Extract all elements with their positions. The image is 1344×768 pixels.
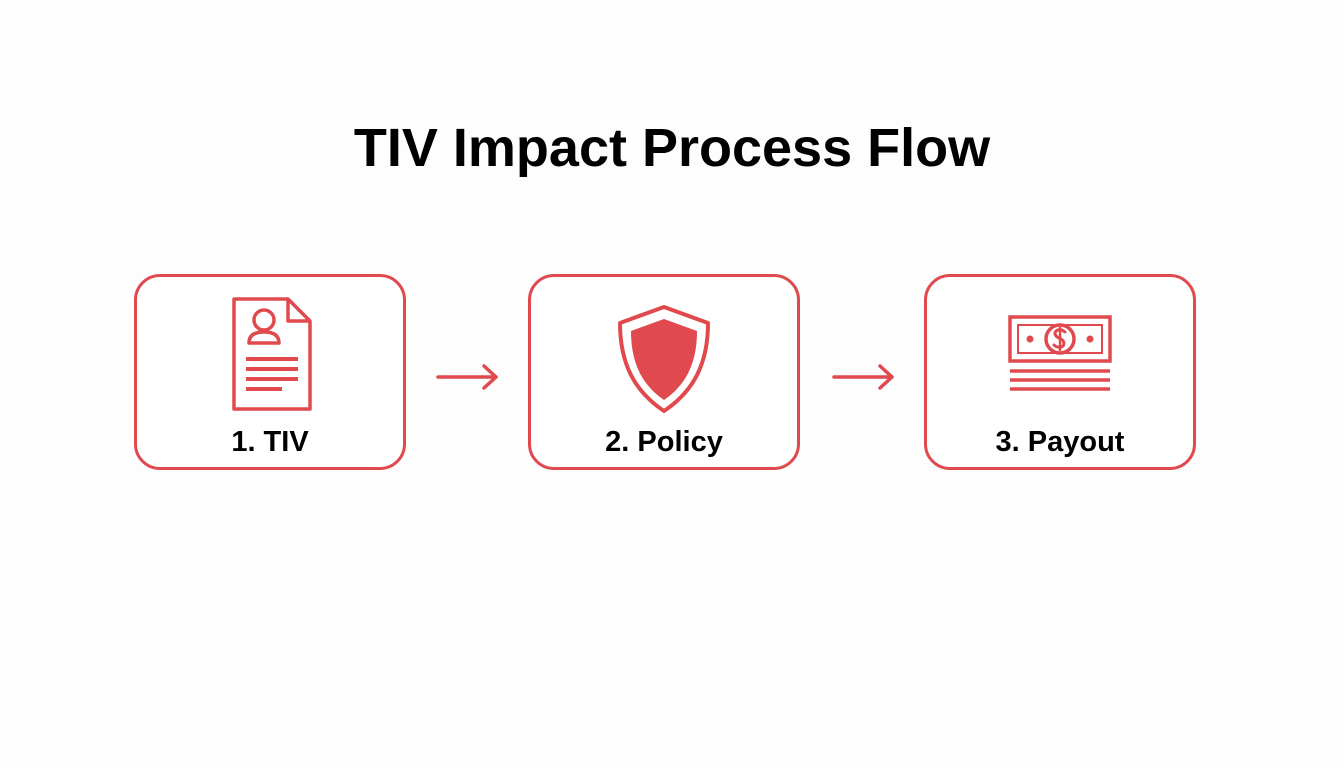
step-label: 2. Policy bbox=[605, 426, 723, 458]
arrow-right-icon bbox=[436, 364, 498, 390]
money-bill-icon bbox=[1008, 315, 1112, 391]
step-payout: 3. Payout bbox=[924, 274, 1196, 470]
shield-icon bbox=[618, 305, 710, 413]
step-tiv: 1. TIV bbox=[134, 274, 406, 470]
step-policy: 2. Policy bbox=[528, 274, 800, 470]
document-person-icon bbox=[232, 297, 312, 411]
arrow-right-icon bbox=[832, 364, 894, 390]
step-label: 1. TIV bbox=[231, 426, 309, 458]
page-title: TIV Impact Process Flow bbox=[353, 118, 991, 178]
step-label: 3. Payout bbox=[995, 426, 1125, 458]
